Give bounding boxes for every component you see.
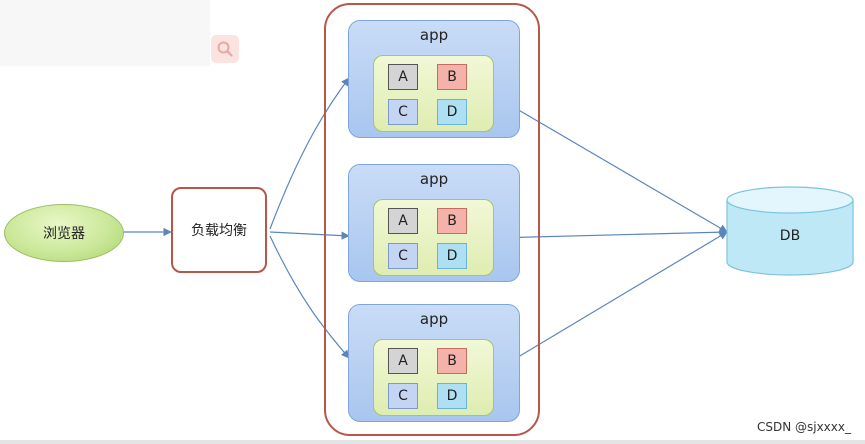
- app-cluster-frame: [324, 3, 540, 436]
- browser-label: 浏览器: [43, 226, 85, 242]
- module-a: A: [388, 348, 418, 374]
- search-icon[interactable]: [211, 35, 239, 63]
- browser-node: 浏览器: [4, 204, 124, 262]
- app-module-group: A B C D: [373, 199, 494, 276]
- arrow-lb-to-app-2: [269, 231, 350, 240]
- db-label: DB: [779, 228, 801, 244]
- module-c: C: [388, 383, 418, 409]
- app-module-group: A B C D: [373, 55, 494, 132]
- db-cylinder: [726, 186, 854, 276]
- arrow-app-2-to-db: [492, 227, 728, 239]
- module-c: C: [388, 243, 418, 269]
- arrow-lb-to-app-3: [269, 235, 350, 359]
- module-d: D: [437, 99, 467, 125]
- module-d: D: [437, 243, 467, 269]
- app-box-3: app A B C D: [348, 304, 520, 422]
- module-b: B: [437, 208, 467, 234]
- app-label: app: [419, 170, 449, 188]
- app-label: app: [419, 310, 449, 328]
- arrow-lb-to-app-1: [269, 77, 350, 230]
- module-b: B: [437, 348, 467, 374]
- load-balancer-node: 负载均衡: [171, 187, 267, 273]
- app-module-group: A B C D: [373, 339, 494, 416]
- app-box-1: app A B C D: [348, 20, 520, 138]
- watermark: CSDN @sjxxxx_: [756, 420, 851, 434]
- module-a: A: [388, 64, 418, 90]
- app-box-2: app A B C D: [348, 164, 520, 282]
- arrow-app-3-to-db: [492, 231, 728, 373]
- footer-divider: [0, 440, 865, 444]
- top-left-faint-bar: [0, 0, 210, 66]
- module-d: D: [437, 383, 467, 409]
- module-a: A: [388, 208, 418, 234]
- load-balancer-label: 负载均衡: [191, 223, 247, 239]
- module-c: C: [388, 99, 418, 125]
- module-b: B: [437, 64, 467, 90]
- arrow-app-1-to-db: [492, 94, 728, 233]
- app-label: app: [419, 26, 449, 44]
